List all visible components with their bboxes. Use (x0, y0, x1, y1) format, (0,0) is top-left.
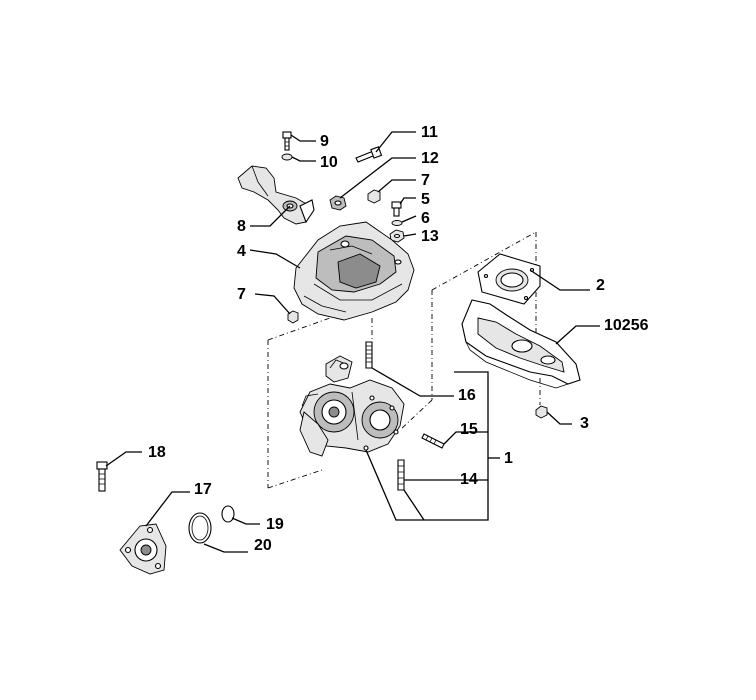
label-3: 3 (580, 415, 589, 432)
label-19: 19 (266, 516, 284, 533)
part-10256-manifold (461, 299, 581, 389)
label-7-left: 7 (237, 286, 246, 303)
part-11-bolt (355, 146, 383, 163)
part-18-bolt (96, 461, 108, 492)
label-2: 2 (596, 277, 605, 294)
part-6-washer (391, 220, 403, 226)
label-20: 20 (254, 537, 272, 554)
label-13: 13 (421, 228, 439, 245)
label-11: 11 (421, 124, 438, 141)
part-10-washer (281, 153, 293, 161)
label-15: 15 (460, 421, 478, 438)
label-1: 1 (504, 450, 513, 467)
part-5-bolt (391, 201, 402, 217)
part-16-stud (365, 341, 373, 369)
part-20-oring (188, 512, 212, 544)
part-1-turbocharger (299, 355, 405, 457)
label-9: 9 (320, 133, 329, 150)
callout-labels: 9 10 11 12 7 5 6 13 8 4 7 2 10256 16 15 … (148, 124, 649, 554)
label-5: 5 (421, 191, 430, 208)
label-8: 8 (237, 218, 246, 235)
part-12-nut (329, 195, 347, 211)
label-14: 14 (460, 471, 478, 488)
label-17: 17 (194, 481, 212, 498)
part-7-nut-left (287, 310, 299, 324)
leader-lines (105, 131, 600, 553)
assembly-guide-lines (267, 231, 541, 489)
part-4-heat-shield (293, 221, 415, 321)
part-14-stud (397, 459, 405, 491)
part-3-nut (535, 405, 548, 419)
label-10256: 10256 (604, 317, 649, 334)
label-12: 12 (421, 150, 439, 167)
label-4: 4 (237, 243, 246, 260)
part-17-flange (119, 523, 167, 575)
label-10: 10 (320, 154, 338, 171)
part-7-nut-top (367, 189, 381, 204)
label-6: 6 (421, 210, 430, 227)
part-8-bracket (237, 165, 315, 225)
label-18: 18 (148, 444, 166, 461)
part-19-oring (221, 505, 235, 523)
part-2-gasket (477, 253, 541, 305)
part-15-stud (421, 433, 445, 449)
label-16: 16 (458, 387, 476, 404)
part-9-bolt (282, 131, 292, 151)
label-7-top: 7 (421, 172, 430, 189)
